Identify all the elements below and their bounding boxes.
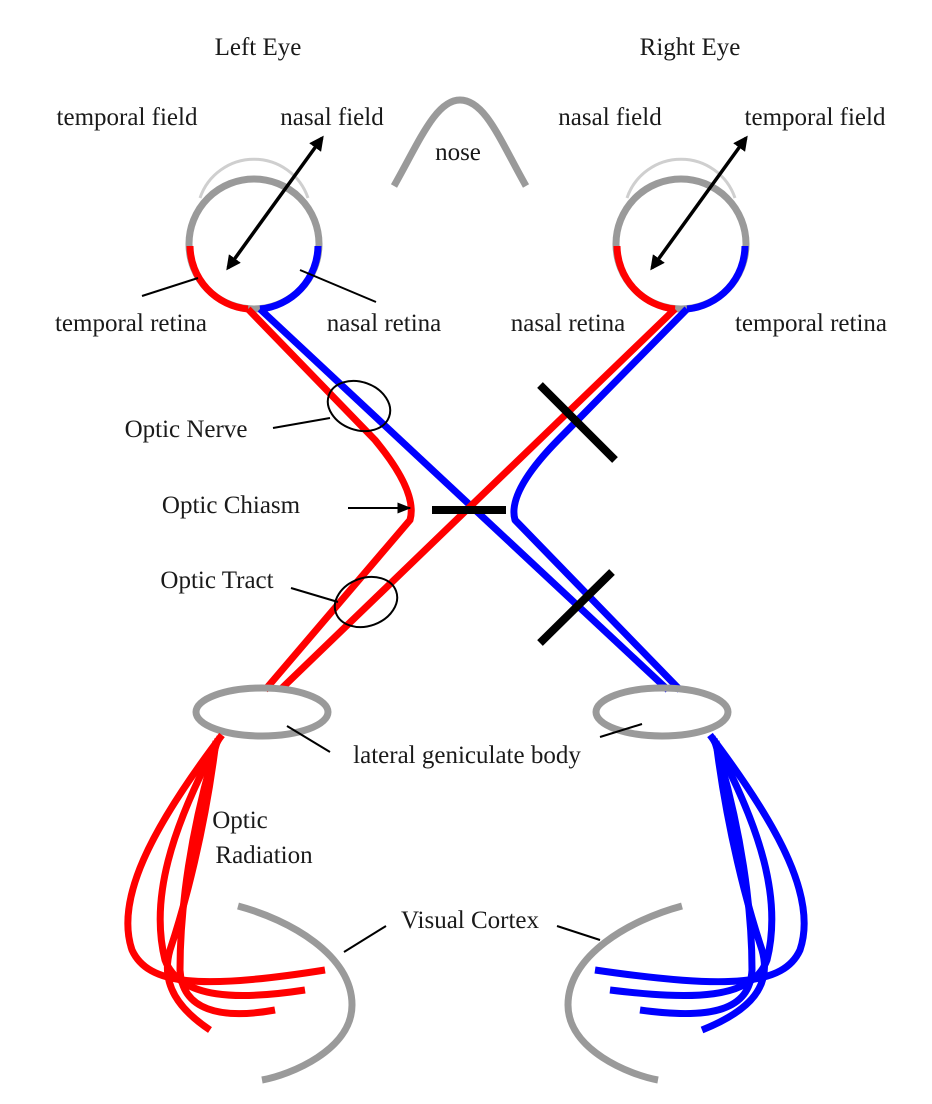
right-optic-radiation bbox=[594, 732, 808, 1034]
optic-tract-leader bbox=[290, 587, 339, 603]
right-temporal-fibers bbox=[510, 306, 690, 693]
optic-radiation-label-line2: Radiation bbox=[215, 842, 313, 869]
optic-nerve-leader bbox=[272, 417, 331, 429]
optic-nerve-ring bbox=[326, 379, 392, 433]
visual-cortex-right-leader bbox=[556, 925, 601, 941]
left-visual-cortex bbox=[237, 902, 356, 1084]
left-temporal-field-label: temporal field bbox=[57, 104, 198, 131]
nose-shape bbox=[390, 96, 530, 188]
optic-tract-lesion bbox=[537, 569, 615, 646]
right-nasal-fibers bbox=[277, 306, 678, 693]
right-eye bbox=[612, 135, 750, 313]
left-temporal-fibers bbox=[245, 306, 415, 693]
nose-label: nose bbox=[435, 139, 481, 166]
right-temporal-retina bbox=[686, 245, 749, 313]
optic-nerve-label: Optic Nerve bbox=[125, 416, 248, 443]
optic-nerve-lesion bbox=[537, 382, 618, 463]
right-temporal-retina-label: temporal retina bbox=[735, 310, 887, 337]
left-eye bbox=[185, 135, 324, 313]
left-lateral-geniculate-body bbox=[192, 684, 332, 740]
left-eye-field-arrow bbox=[226, 135, 324, 271]
left-temporal-retina-leader bbox=[141, 277, 199, 297]
left-temporal-retina-label: temporal retina bbox=[55, 310, 207, 337]
lgb-right-leader bbox=[599, 723, 643, 738]
left-nasal-retina-label: nasal retina bbox=[327, 310, 442, 337]
left-temporal-retina bbox=[186, 245, 249, 313]
left-nasal-field-label: nasal field bbox=[280, 104, 384, 131]
right-nasal-retina-label: nasal retina bbox=[511, 310, 626, 337]
optic-tract-label: Optic Tract bbox=[160, 567, 273, 594]
left-optic-radiation bbox=[124, 732, 326, 1033]
lgb-label: lateral geniculate body bbox=[353, 742, 581, 769]
right-visual-cortex bbox=[564, 902, 683, 1084]
optic-chiasm-label: Optic Chiasm bbox=[162, 492, 301, 519]
right-eye-title: Right Eye bbox=[640, 34, 741, 61]
right-nasal-field-label: nasal field bbox=[558, 104, 662, 131]
visual-cortex-label: Visual Cortex bbox=[401, 907, 540, 934]
right-lateral-geniculate-body bbox=[592, 684, 732, 740]
right-nasal-retina bbox=[613, 245, 676, 313]
lgb-left-leader bbox=[286, 725, 331, 753]
left-nasal-fibers bbox=[257, 306, 671, 693]
optic-tract-ring bbox=[333, 575, 399, 629]
left-nasal-retina-leader bbox=[299, 269, 377, 303]
optic-radiation-label-line1: Optic bbox=[212, 807, 268, 834]
left-nasal-retina bbox=[259, 245, 322, 313]
right-eye-field-arrow bbox=[650, 135, 748, 271]
left-eye-title: Left Eye bbox=[215, 34, 302, 61]
right-temporal-field-label: temporal field bbox=[745, 104, 886, 131]
visual-cortex-left-leader bbox=[343, 925, 387, 953]
